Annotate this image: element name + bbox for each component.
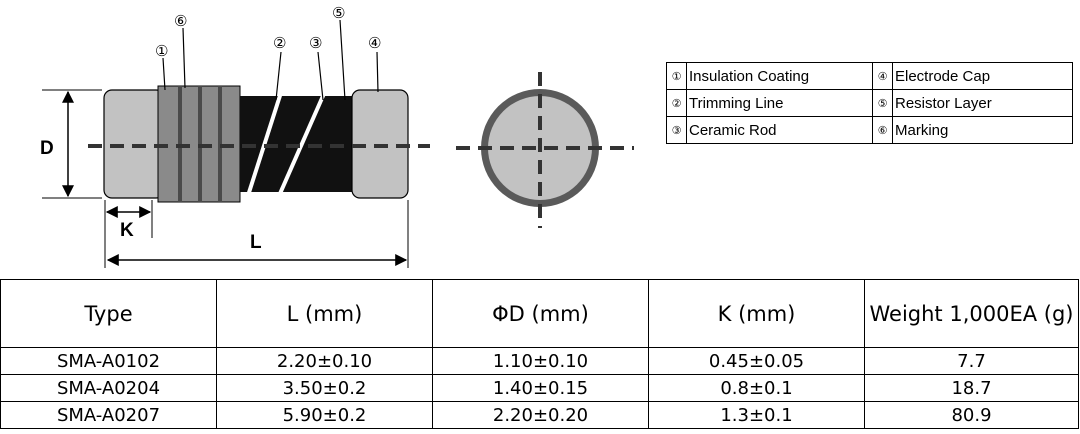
table-cell: SMA-A0204 xyxy=(0,374,217,402)
legend-number: ② xyxy=(666,89,687,117)
callout-4: ④ xyxy=(368,34,381,52)
table-cell: SMA-A0207 xyxy=(0,401,217,429)
callout-6: ⑥ xyxy=(174,12,187,30)
legend-text: Trimming Line xyxy=(686,89,873,117)
table-cell: 18.7 xyxy=(864,374,1079,402)
table-cell: 0.8±0.1 xyxy=(648,374,865,402)
table-cell: 1.40±0.15 xyxy=(432,374,649,402)
column-header: Weight 1,000EA (g) xyxy=(864,279,1079,348)
callout-leader xyxy=(317,51,324,101)
table-row: SMA-A0207 5.90±0.2 2.20±0.20 1.3±0.1 80.… xyxy=(0,401,1079,429)
callout-2: ② xyxy=(273,34,286,52)
legend-text: Electrode Cap xyxy=(892,62,1073,90)
table-cell: 0.45±0.05 xyxy=(648,347,865,375)
legend-text: Insulation Coating xyxy=(686,62,873,90)
table-cell: 5.90±0.2 xyxy=(216,401,433,429)
legend-table: ① Insulation Coating ④ Electrode Cap ② T… xyxy=(666,62,1073,144)
callout-leader xyxy=(376,51,379,93)
spec-table: Type L (mm) ΦD (mm) K (mm) Weight 1,000E… xyxy=(0,279,1079,429)
callout-leader xyxy=(162,57,166,91)
callout-leader xyxy=(339,19,346,101)
legend-text: Marking xyxy=(892,116,1073,144)
legend-row: ② Trimming Line ⑤ Resistor Layer xyxy=(666,89,1073,117)
table-row: SMA-A0204 3.50±0.2 1.40±0.15 0.8±0.1 18.… xyxy=(0,374,1079,402)
column-header: Type xyxy=(0,279,217,348)
k-dimension-label: K xyxy=(120,220,134,241)
resistor-diagram: D K L ① ⑥ ② ③ ⑤ ④ xyxy=(40,4,634,268)
table-row: SMA-A0102 2.20±0.10 1.10±0.10 0.45±0.05 … xyxy=(0,347,1079,375)
table-cell: 1.3±0.1 xyxy=(648,401,865,429)
legend-text: Ceramic Rod xyxy=(686,116,873,144)
spec-header-row: Type L (mm) ΦD (mm) K (mm) Weight 1,000E… xyxy=(0,279,1079,348)
callout-1: ① xyxy=(155,42,168,60)
callout-leader xyxy=(182,27,186,89)
legend-number: ⑤ xyxy=(872,89,893,117)
table-cell: 80.9 xyxy=(864,401,1079,429)
table-cell: 1.10±0.10 xyxy=(432,347,649,375)
callout-3: ③ xyxy=(309,34,322,52)
table-cell: 2.20±0.20 xyxy=(432,401,649,429)
trimming-line xyxy=(247,96,326,192)
legend-number: ④ xyxy=(872,62,893,90)
table-cell: 7.7 xyxy=(864,347,1079,375)
table-cell: 3.50±0.2 xyxy=(216,374,433,402)
legend-row: ① Insulation Coating ④ Electrode Cap xyxy=(666,62,1073,90)
legend-number: ① xyxy=(666,62,687,90)
l-dimension-label: L xyxy=(250,232,262,253)
d-dimension-label: D xyxy=(40,138,54,159)
column-header: L (mm) xyxy=(216,279,433,348)
table-cell: 2.20±0.10 xyxy=(216,347,433,375)
legend-number: ③ xyxy=(666,116,687,144)
callout-leader xyxy=(275,51,282,101)
callout-5: ⑤ xyxy=(332,4,345,22)
legend-row: ③ Ceramic Rod ⑥ Marking xyxy=(666,116,1073,144)
table-cell: SMA-A0102 xyxy=(0,347,217,375)
column-header: ΦD (mm) xyxy=(432,279,649,348)
legend-number: ⑥ xyxy=(872,116,893,144)
legend-text: Resistor Layer xyxy=(892,89,1073,117)
column-header: K (mm) xyxy=(648,279,865,348)
